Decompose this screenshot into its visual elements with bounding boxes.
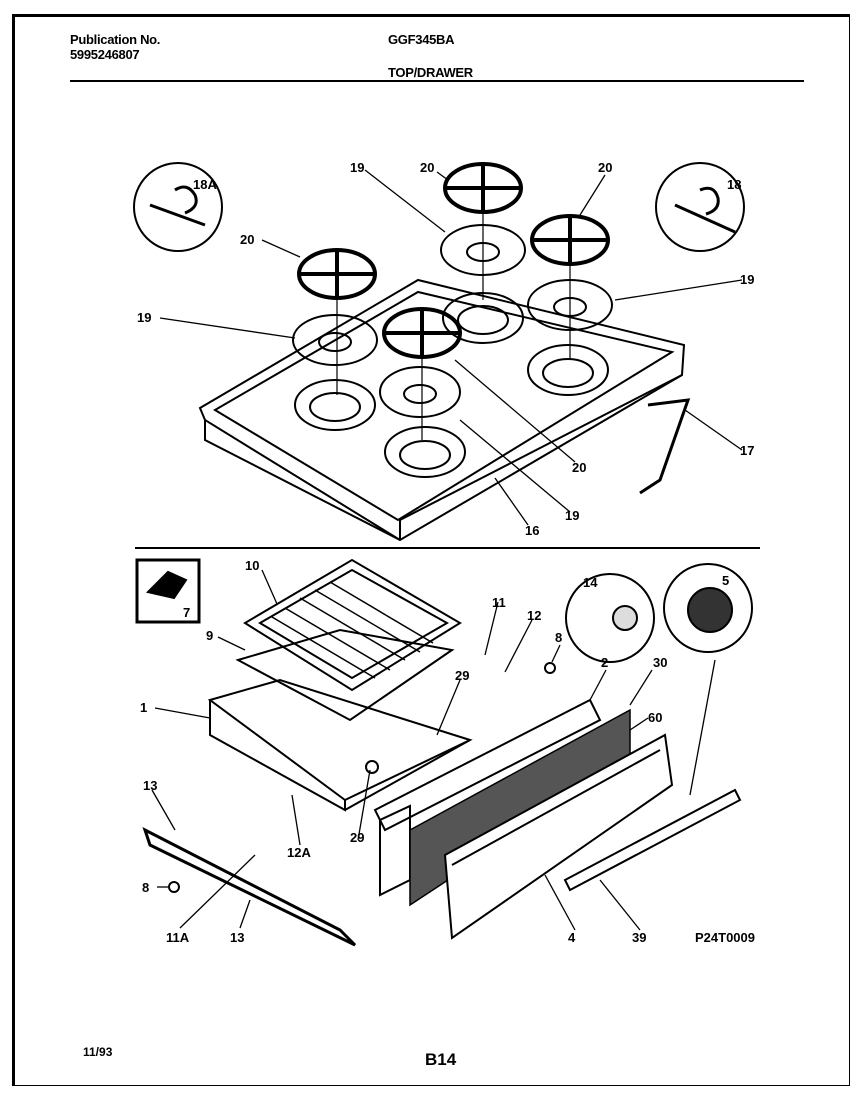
callout-60: 60 <box>648 710 662 725</box>
broiler-insert-9 <box>235 628 455 722</box>
callout-19-c: 19 <box>740 272 754 287</box>
cooktop-outline <box>198 278 686 542</box>
top-leaders <box>159 169 743 526</box>
callout-11A: 11A <box>166 930 190 945</box>
callout-39: 39 <box>632 930 646 945</box>
bottom-leaders <box>151 569 716 931</box>
handle-39 <box>563 788 742 892</box>
callout-29-b: 29 <box>350 830 364 845</box>
callout-14: 14 <box>583 575 598 590</box>
callout-8-b: 8 <box>142 880 149 895</box>
callout-7: 7 <box>183 605 190 620</box>
callout-29-a: 29 <box>455 668 469 683</box>
callout-5: 5 <box>722 573 729 588</box>
callout-9: 9 <box>206 628 213 643</box>
drawer-bracket-2 <box>373 698 602 832</box>
callout-11: 11 <box>492 595 506 610</box>
callout-10: 10 <box>245 558 259 573</box>
callout-13-b: 13 <box>230 930 244 945</box>
callout-19-b: 19 <box>137 310 151 325</box>
callout-labels: 18A 19 20 20 18 20 19 19 20 17 19 16 10 … <box>137 160 755 945</box>
callout-4: 4 <box>568 930 576 945</box>
burner-grates <box>297 162 610 359</box>
callout-20-d: 20 <box>572 460 586 475</box>
callout-8-a: 8 <box>555 630 562 645</box>
callout-12: 12 <box>527 608 541 623</box>
callout-2: 2 <box>601 655 608 670</box>
burner-holes <box>294 292 609 478</box>
cooktop-assembly <box>133 162 745 542</box>
broiler-pan-10 <box>243 558 462 692</box>
callout-18: 18 <box>727 177 741 192</box>
callout-20-c: 20 <box>240 232 254 247</box>
publication-number: 5995246807 <box>70 47 140 62</box>
drawer-front-4 <box>443 733 674 940</box>
footer-date: 11/93 <box>83 1045 113 1059</box>
callout-16: 16 <box>525 523 539 538</box>
header-rule <box>70 80 804 82</box>
detail-circle-18 <box>655 162 745 252</box>
callout-30: 30 <box>653 655 667 670</box>
drawer-rail-13 <box>142 826 357 947</box>
callout-13-a: 13 <box>143 778 157 793</box>
drawer-assembly <box>135 558 753 947</box>
section-title: TOP/DRAWER <box>388 65 473 80</box>
publication-label: Publication No. <box>70 32 161 47</box>
callout-1: 1 <box>140 700 147 715</box>
footer-page-number: B14 <box>425 1050 457 1069</box>
figure-code: P24T0009 <box>695 930 755 945</box>
callout-19-a: 19 <box>350 160 364 175</box>
detail-circle-18A <box>133 162 223 252</box>
callout-18A: 18A <box>193 177 217 192</box>
callout-20-a: 20 <box>420 160 434 175</box>
callout-20-b: 20 <box>598 160 612 175</box>
model-number: GGF345BA <box>388 32 455 47</box>
callout-19-d: 19 <box>565 508 579 523</box>
page-frame <box>12 14 850 1086</box>
callout-17: 17 <box>740 443 754 458</box>
detail-circle-14 <box>565 573 655 663</box>
callout-12A: 12A <box>287 845 311 860</box>
cooktop-inner-edge <box>213 290 675 522</box>
bracket-17 <box>639 398 691 495</box>
